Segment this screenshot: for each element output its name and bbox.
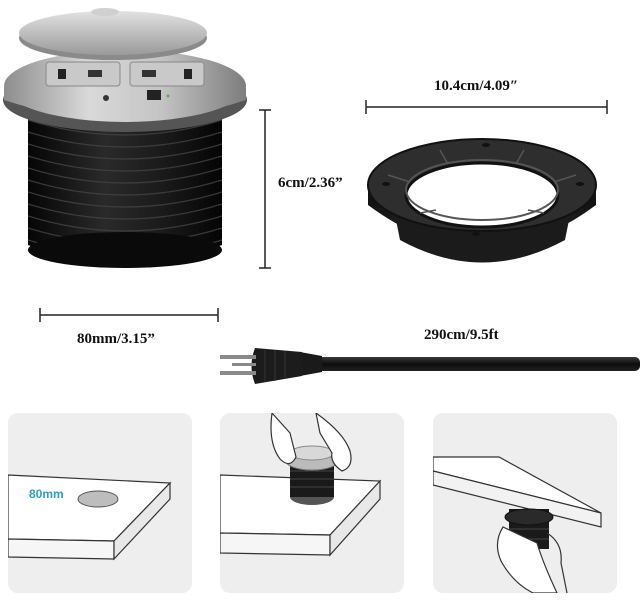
power-cord: [220, 348, 640, 384]
width-dimension-line: [39, 308, 219, 322]
step-panel-install-ring: [433, 413, 617, 593]
step-panel-cut-hole: 80mm: [8, 413, 192, 593]
height-label: 6cm/2.36”: [278, 175, 343, 191]
product-graphics: [3, 8, 640, 384]
install-ring-illustration: [433, 456, 602, 593]
cord-length-label: 290cm/9.5ft: [424, 327, 499, 343]
insert-socket-illustration: [220, 413, 382, 557]
width-label: 80mm/3.15”: [77, 331, 155, 347]
ring-dimension-line: [365, 100, 608, 114]
height-dimension-line: [259, 109, 271, 269]
socket-body: [27, 100, 223, 268]
hole-size-label: 80mm: [29, 487, 64, 501]
ring-diameter-label: 10.4cm/4.09″: [434, 78, 519, 94]
desk-cut-illustration: [8, 474, 172, 561]
mounting-ring: [367, 138, 597, 263]
socket-lid: [19, 8, 207, 60]
step-panel-insert-socket: [220, 413, 404, 593]
socket-flange: [3, 50, 247, 132]
